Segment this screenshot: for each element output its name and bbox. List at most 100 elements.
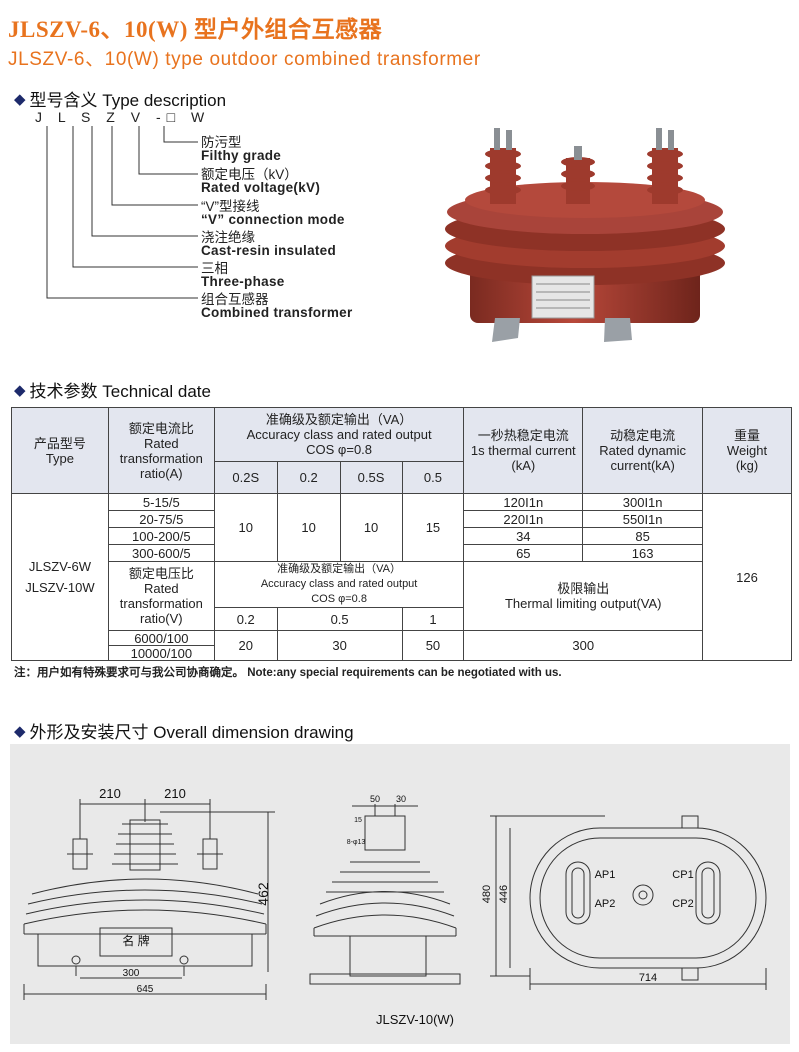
weight-cell: 126 — [702, 493, 792, 661]
hdr-model-cn: 产品型号 — [33, 435, 86, 451]
hdr-weight-en1: Weight — [726, 443, 768, 458]
v-class-cell: 0.2 — [213, 607, 278, 631]
note: 注：用户如有特殊要求可与我公司协商确定。 Note:any special re… — [14, 667, 562, 679]
label-cp1: CP1 — [672, 869, 693, 881]
v-ratio-6000: 6000/100 — [108, 631, 214, 646]
dynamic-cell: 550I1n — [582, 510, 704, 528]
class-cell: 0.5 — [401, 461, 465, 494]
desc-vconn-cn: “V”型接线 — [201, 199, 260, 214]
v-ratio-10000: 10000/100 — [130, 646, 193, 661]
desc-three-cn: 三相 — [201, 261, 228, 276]
hdr-model-en: Type — [45, 450, 75, 466]
hdr-acc-en: Accuracy class and rated output — [246, 427, 432, 442]
hdr-weight-cn: 重量 — [734, 428, 761, 443]
label-ap2: AP2 — [595, 898, 616, 910]
class-cell: 0.5S — [339, 461, 403, 494]
v-class-cell: 1 — [401, 607, 465, 631]
drawing-caption: JLSZV-10(W) — [376, 1012, 454, 1027]
hdr-ratio-en3: ratio(A) — [140, 465, 183, 481]
hdr-ratio-en1: Rated — [143, 435, 179, 451]
nameplate-label: 名 牌 — [122, 933, 149, 948]
output-cell: 10 — [276, 493, 341, 562]
dim-300: 300 — [123, 968, 140, 979]
ratio-cell: 300-600/5 — [107, 544, 215, 562]
dimension-drawing-panel: 210 210 462 名 牌 300 645 50 30 8-φ13 15 4… — [10, 744, 790, 1044]
page-title-en: JLSZV-6、10(W) type outdoor combined tran… — [8, 49, 481, 70]
model-2: JLSZV-10W — [25, 580, 95, 595]
desc-cast-cn: 浇注绝缘 — [201, 230, 255, 245]
dim-30: 30 — [396, 794, 406, 804]
v-ratio-cn: 额定电压比 — [128, 566, 194, 581]
hdr-thermal-en2: (kA) — [511, 458, 536, 473]
v-output-cell: 20 — [213, 630, 278, 661]
thermal-cell: 120I1n — [463, 493, 584, 511]
hdr-ratio-cn: 额定电流比 — [128, 420, 194, 436]
v-ratio-en2: transformation — [119, 596, 203, 611]
thermal-cell: 65 — [463, 544, 584, 562]
technical-data-heading: ◆ 技术参数 Technical date — [14, 377, 211, 402]
v-ratio-cell: 6000/100 10000/100 — [107, 630, 215, 661]
desc-cast-en: Cast-resin insulated — [201, 243, 337, 258]
hdr-acc-cos: COS φ=0.8 — [306, 442, 373, 457]
thermal-cell: 220I1n — [463, 510, 584, 528]
desc-voltage-en: Rated voltage(kV) — [201, 180, 321, 195]
diamond-icon: ◆ — [14, 722, 26, 740]
page-title-cn: JLSZV-6、10(W) 型户外组合互感器 — [8, 17, 383, 42]
dim-446: 446 — [498, 885, 510, 903]
dynamic-cell: 300I1n — [582, 493, 704, 511]
dimension-heading-text: 外形及安装尺寸 Overall dimension drawing — [29, 723, 354, 742]
diamond-icon: ◆ — [14, 381, 26, 399]
v-output-cell: 30 — [276, 630, 403, 661]
dimension-drawing: 210 210 462 名 牌 300 645 50 30 8-φ13 15 4… — [23, 786, 767, 1027]
v-ratio-en1: Rated — [143, 581, 179, 596]
v-acc-cn: 准确级及额定输出（VA） — [277, 563, 402, 575]
output-cell: 15 — [401, 493, 465, 562]
v-accuracy-header: 准确级及额定输出（VA）Accuracy class and rated out… — [213, 561, 465, 608]
hdr-dyn-en1: Rated dynamic — [599, 443, 686, 458]
dim-15: 15 — [354, 817, 362, 824]
dim-210a: 210 — [99, 786, 121, 801]
dim-8-phi13: 8-φ13 — [347, 839, 366, 846]
dim-210b: 210 — [164, 786, 186, 801]
v-ratio-en3: ratio(V) — [140, 611, 183, 626]
dim-462: 462 — [255, 882, 271, 906]
hdr-thermal-cn: 一秒热稳定电流 — [477, 428, 569, 443]
thermal-cell: 34 — [463, 527, 584, 545]
label-ap1: AP1 — [595, 869, 616, 881]
output-cell: 10 — [213, 493, 278, 562]
limit-value-cell: 300 — [463, 630, 704, 661]
ratio-cell: 100-200/5 — [107, 527, 215, 545]
model-1: JLSZV-6W — [28, 559, 91, 574]
desc-voltage-cn: 额定电压（kV） — [201, 167, 298, 182]
desc-combined-en: Combined transformer — [201, 305, 353, 320]
type-description-heading: ◆ 型号含义 Type description — [14, 86, 226, 111]
ratio-cell: 20-75/5 — [107, 510, 215, 528]
hdr-ratio-en2: transformation — [119, 450, 203, 466]
dimension-heading: ◆ 外形及安装尺寸 Overall dimension drawing — [14, 718, 354, 743]
type-code: J L S Z V -□ W — [35, 109, 211, 125]
v-output-cell: 50 — [401, 630, 465, 661]
product-photo — [445, 128, 725, 342]
hdr-accuracy: 准确级及额定输出（VA）Accuracy class and rated out… — [213, 407, 465, 462]
type-code-connector-lines — [46, 126, 198, 299]
desc-filthy-en: Filthy grade — [201, 148, 282, 163]
hdr-dyn-en2: current(kA) — [610, 458, 675, 473]
model-cell: JLSZV-6W JLSZV-10W — [11, 493, 109, 661]
tech-heading-text: 技术参数 Technical date — [29, 382, 211, 401]
dim-50: 50 — [370, 794, 380, 804]
dim-714: 714 — [639, 972, 657, 984]
limit-cn: 极限输出 — [557, 581, 610, 596]
v-acc-cos: COS φ=0.8 — [311, 593, 367, 605]
limit-en: Thermal limiting output(VA) — [504, 596, 662, 611]
label-cp2: CP2 — [672, 898, 693, 910]
type-heading-text: 型号含义 Type description — [29, 91, 227, 110]
desc-filthy-cn: 防污型 — [201, 135, 242, 150]
class-cell: 0.2S — [213, 461, 278, 494]
